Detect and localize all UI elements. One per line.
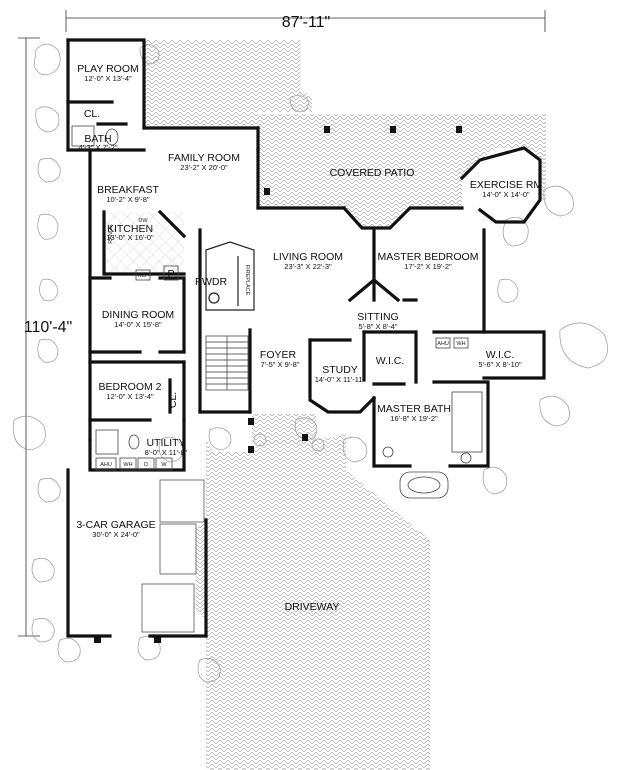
exercise-rm-dim: 14'-0" X 14'-0": [482, 190, 530, 199]
master-bath-dim: 16'-8" X 19'-2": [390, 414, 438, 423]
breakfast-dim: 10'-2" X 9'-8": [106, 195, 150, 204]
ref-label: REF: [138, 273, 150, 279]
wh-label-master: WH: [456, 341, 465, 347]
range-label: RANGE: [108, 224, 114, 244]
covered-patio-label: COVERED PATIO: [330, 167, 415, 179]
wh-label-utility: WH: [123, 462, 132, 468]
wic-2-dim: 5'-6" X 8'-10": [478, 360, 522, 369]
pwdr-label: PWDR: [195, 276, 227, 288]
dining-room-dim: 14'-0" X 15'-8": [114, 320, 162, 329]
family-room-dim: 23'-2" X 20'-0": [180, 163, 228, 172]
top-dimension-line: [65, 10, 546, 32]
kitchen-dim: 13'-0" X 16'-0": [106, 233, 154, 242]
dryer-label: D: [144, 462, 148, 468]
play-room-label: PLAY ROOM: [77, 63, 138, 75]
patio-columns: [94, 126, 462, 643]
utility-dim: 8'-0" X 11'-8": [145, 448, 188, 457]
living-room-dim: 23'-3" X 22'-3": [284, 262, 332, 271]
exercise-rm-label: EXERCISE RM: [470, 179, 542, 191]
sitting-label: SITTING: [357, 311, 398, 323]
wic-1-label: W.I.C.: [376, 355, 405, 367]
closet-play-label: CL.: [84, 108, 100, 120]
master-bedroom-label: MASTER BEDROOM: [378, 251, 479, 263]
depth-dimension-label: 110'-4": [24, 319, 72, 336]
width-dimension-label: 87'-11": [282, 14, 330, 31]
study-label: STUDY: [322, 364, 358, 376]
breakfast-label: BREAKFAST: [97, 184, 159, 196]
master-bath-label: MASTER BATH: [377, 403, 451, 415]
utility-label: UTILITY: [146, 437, 185, 449]
bedroom2-label: BEDROOM 2: [98, 381, 161, 393]
ahu-label-master: AHU: [437, 341, 449, 347]
foyer-label: FOYER: [260, 349, 297, 361]
wic-2-label: W.I.C.: [486, 349, 515, 361]
living-room-label: LIVING ROOM: [273, 251, 343, 263]
dw-label: DW: [138, 218, 148, 224]
garage-label: 3-CAR GARAGE: [76, 519, 155, 531]
play-room-dim: 12'-0" X 13'-4": [84, 74, 132, 83]
sitting-dim: 5'-8" X 8'-4": [358, 322, 397, 331]
fireplace-label: FIREPLACE: [244, 265, 250, 296]
pantry-label: P: [167, 268, 174, 280]
paving: [144, 40, 546, 770]
bath-label: BATH: [84, 133, 111, 145]
ahu-label-utility: AHU: [100, 462, 112, 468]
pwdr-fireplace-block: [205, 241, 255, 311]
garage-outline: [141, 479, 205, 633]
washer-label: W: [161, 462, 167, 468]
foyer-dim: 7'-5" X 9'-8": [260, 360, 299, 369]
master-bedroom-dim: 17'-2" X 19'-2": [404, 262, 452, 271]
staircase: [205, 335, 249, 391]
bath-dim: 4'-3" X 7'-2": [78, 143, 117, 152]
left-dimension-line: [18, 37, 40, 637]
driveway-label: DRIVEWAY: [285, 601, 340, 613]
family-room-label: FAMILY ROOM: [168, 152, 240, 164]
dining-room-label: DINING ROOM: [102, 309, 174, 321]
study-dim: 14'-0" X 11'-11": [315, 375, 366, 384]
fixtures: [71, 125, 483, 499]
closet-bed2-label: CL.: [167, 392, 179, 408]
kitchen-label: KITCHEN: [107, 223, 153, 235]
walls: [66, 38, 546, 638]
bedroom2-dim: 12'-0" X 13'-4": [106, 392, 154, 401]
garage-dim: 30'-0" X 24'-0": [92, 530, 140, 539]
